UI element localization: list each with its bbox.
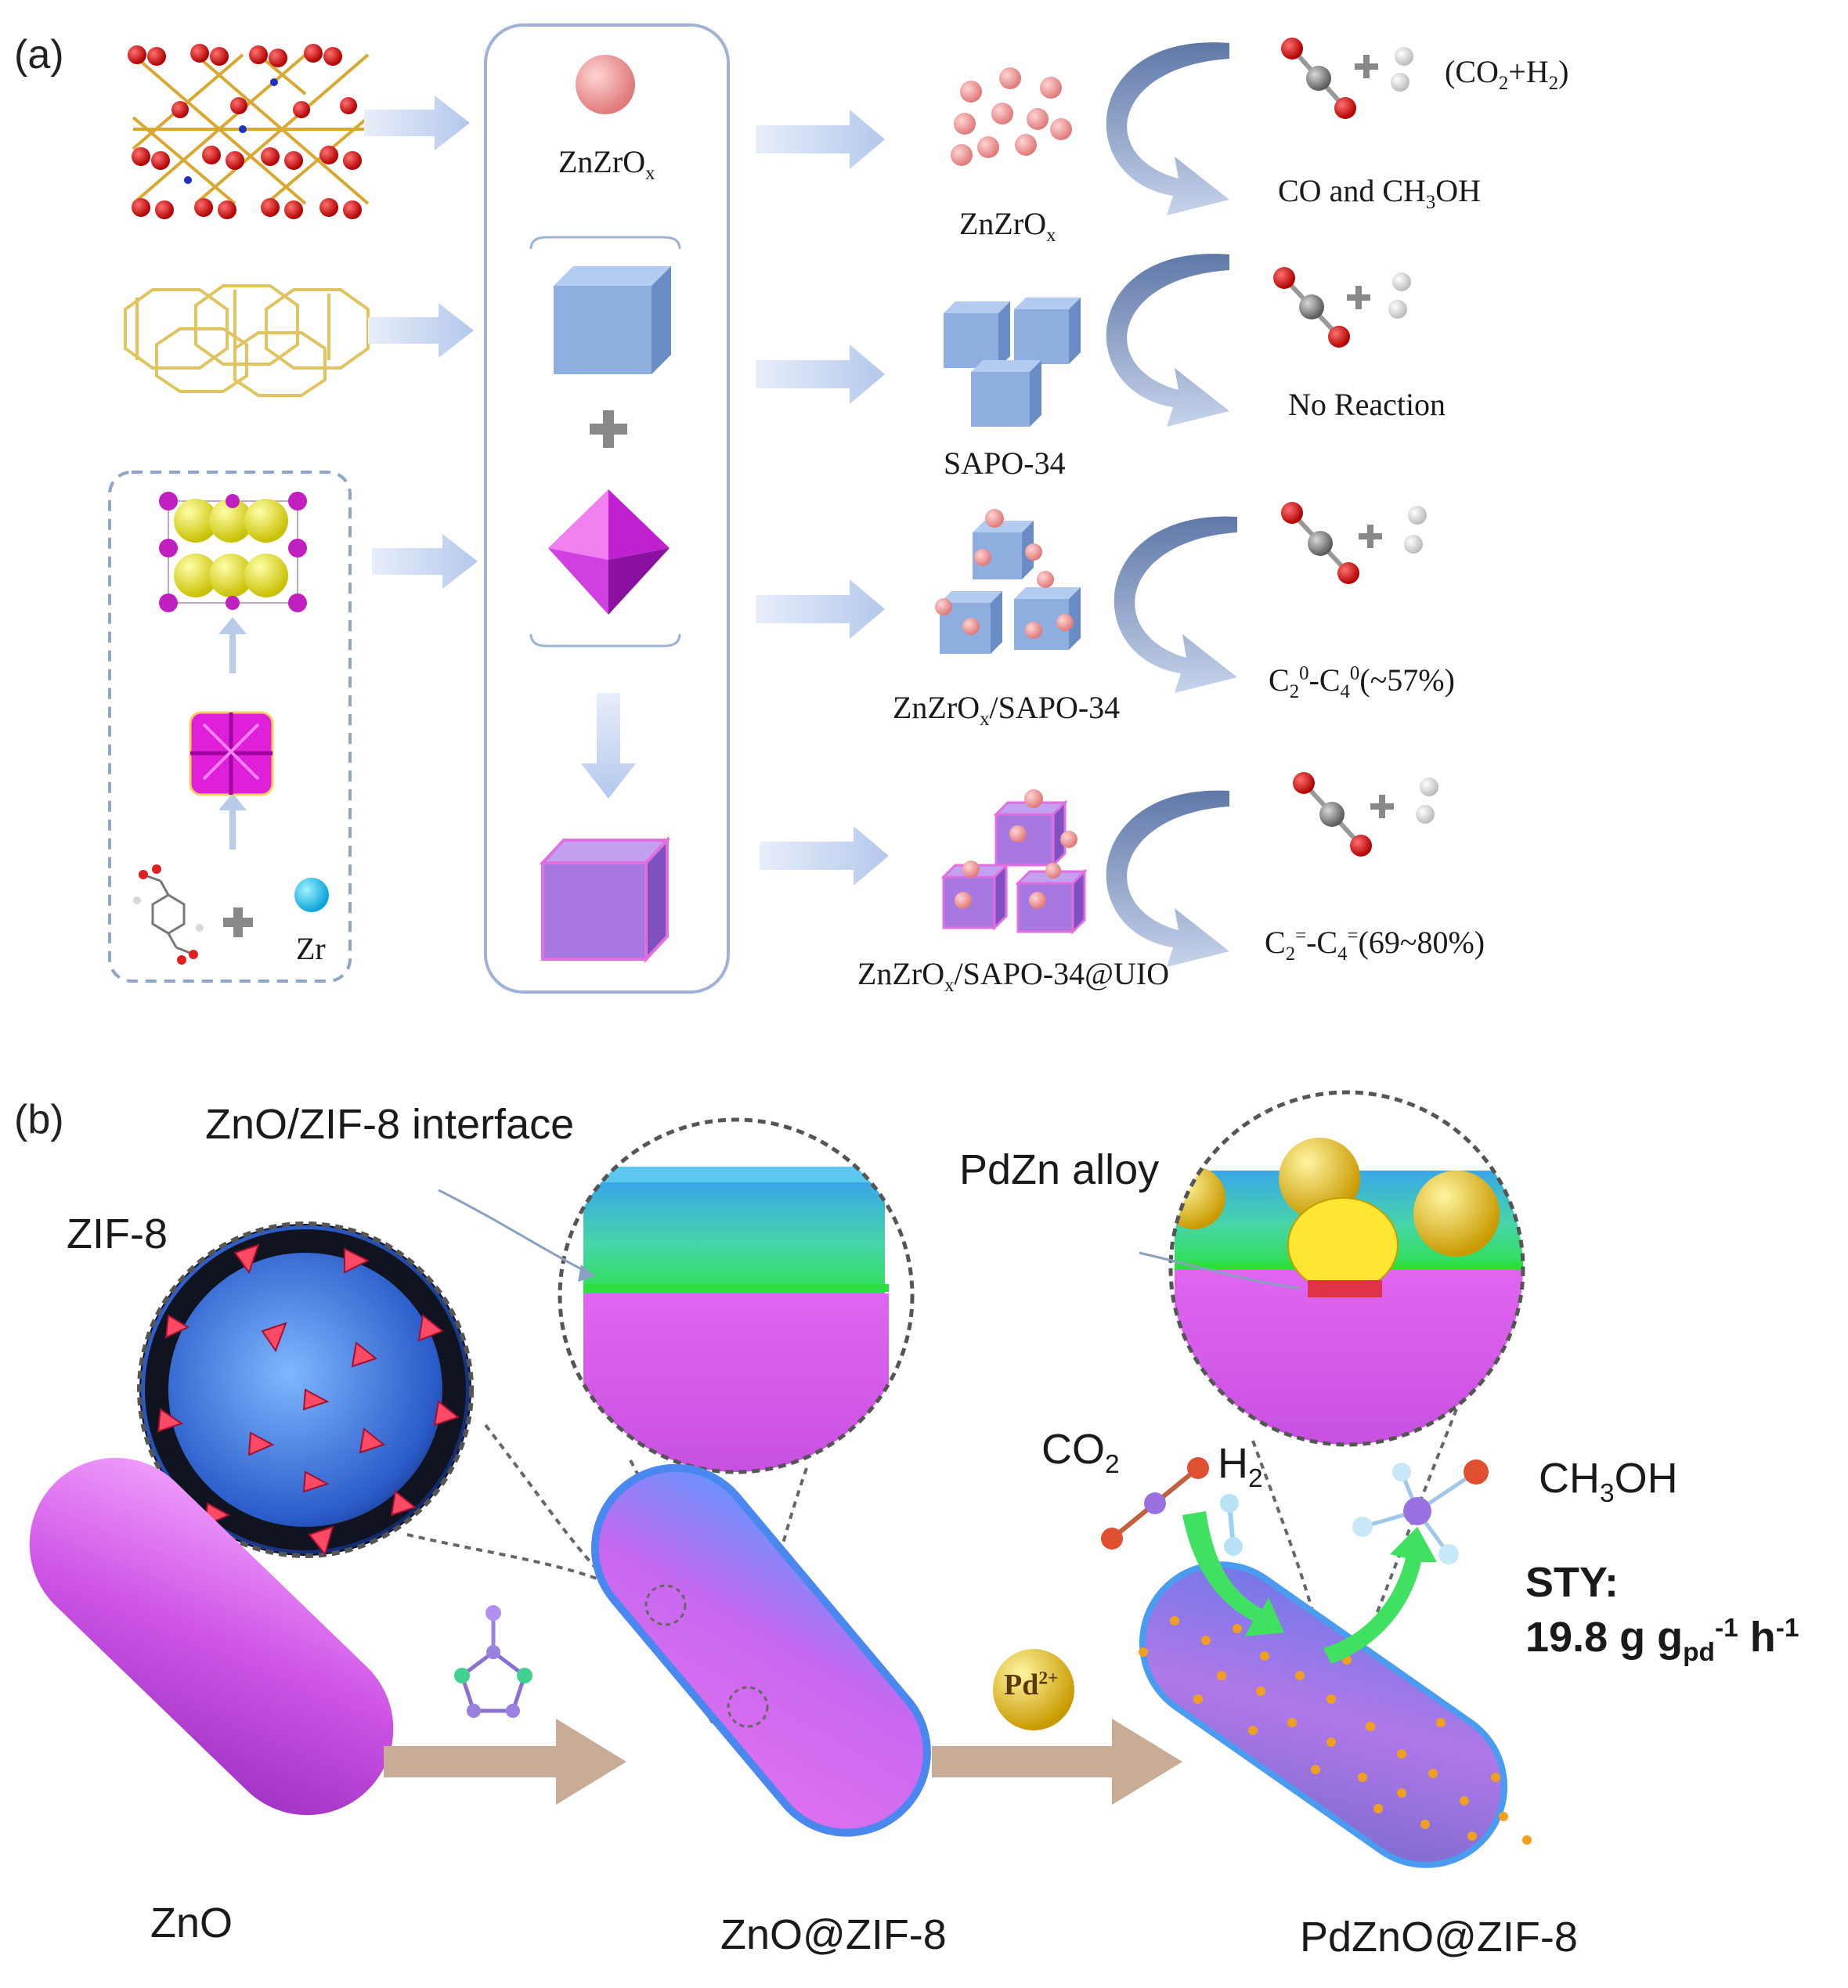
pdzn-magnifier-icon	[1168, 1090, 1525, 1447]
zif8-particle-icon	[137, 1221, 474, 1558]
right-arrow-icon	[756, 345, 885, 404]
interface-magnifier-icon	[558, 1117, 915, 1474]
pdzno-zif8-rod-icon	[1139, 1561, 1532, 1868]
co2-label: CO2	[1041, 1426, 1120, 1479]
green-arrow-icon	[1182, 1511, 1284, 1636]
zif8-label: ZIF-8	[67, 1210, 168, 1257]
ch3oh-label: CH3OH	[1539, 1455, 1678, 1508]
znzrox-sphere-icon	[576, 55, 635, 114]
synthesis-panel	[484, 23, 730, 994]
co2-molecule-icon	[1281, 502, 1359, 584]
sapo-framework-icon	[124, 284, 370, 397]
pdzn-alloy-label: PdZn alloy	[959, 1146, 1160, 1193]
zr-cluster-icon	[189, 711, 274, 796]
znzrox-sapo-icon	[935, 509, 1081, 654]
interface-label: ZnO/ZIF-8 interface	[205, 1101, 575, 1148]
znzrox-particles-icon	[951, 67, 1072, 166]
zr-atom-icon	[294, 878, 329, 912]
up-arrow-icon	[218, 793, 247, 850]
panel-b-label: (b)	[14, 1097, 64, 1142]
zno-zif8-rod-icon	[590, 1463, 931, 1837]
pd-ion-label: Pd2+	[1004, 1668, 1059, 1701]
row2-product-label: No Reaction	[1288, 387, 1446, 422]
curved-arrow-icon	[1106, 790, 1229, 967]
h2-molecule-icon	[1220, 1494, 1243, 1556]
co2-molecule-icon	[1293, 772, 1372, 857]
sapo-cube-icon	[554, 266, 671, 374]
ch3oh-molecule-icon	[1352, 1459, 1489, 1564]
sty-label: STY:	[1525, 1559, 1619, 1606]
down-arrow-icon	[581, 693, 636, 799]
curved-arrow-icon	[1106, 42, 1229, 215]
feed-gas-label: (CO2+H2)	[1445, 54, 1569, 94]
plus-icon	[590, 410, 627, 448]
right-arrow-icon	[364, 96, 470, 150]
plus-icon	[1355, 55, 1378, 78]
plus-icon	[1347, 286, 1370, 309]
process-arrow-icon	[932, 1719, 1182, 1805]
panel-a-label: (a)	[14, 32, 64, 78]
znzrox-label: ZnZrOx	[558, 144, 655, 184]
zr-label: Zr	[296, 931, 326, 966]
zeolite-framework-icon	[128, 44, 370, 219]
znzrox-sapo-uio-icon	[940, 789, 1088, 935]
right-arrow-icon	[756, 110, 885, 169]
plus-icon	[223, 907, 253, 937]
row1-product-label: CO and CH3OH	[1278, 173, 1482, 213]
plus-icon	[1370, 795, 1394, 818]
zno-rod-icon	[29, 1457, 394, 1816]
plus-icon	[1359, 525, 1382, 548]
bracket	[529, 236, 681, 648]
sapo-cubes-icon	[944, 298, 1081, 427]
uio-octahedron-icon	[548, 489, 670, 615]
zno-label: ZnO	[150, 1900, 233, 1947]
pointer-arrow	[438, 1189, 596, 1278]
row4-catalyst-label: ZnZrOx/SAPO-34@UIO	[857, 956, 1170, 996]
pointer-arrow	[1139, 1251, 1301, 1290]
pd-ion-icon	[993, 1649, 1074, 1730]
curved-arrow-icon	[1106, 254, 1229, 427]
right-arrow-icon	[368, 303, 474, 358]
row3-product-label: C20-C40(~57%)	[1269, 662, 1455, 702]
pointer-arrowhead	[578, 1265, 595, 1282]
process-arrow-icon	[384, 1719, 626, 1805]
right-arrow-icon	[760, 826, 889, 886]
pdzno-zif8-label: PdZnO@ZIF-8	[1300, 1914, 1578, 1961]
co2-molecule-icon	[1101, 1457, 1209, 1550]
h2-label: H2	[1218, 1440, 1263, 1493]
co2-molecule-icon	[1273, 267, 1350, 348]
sty-value: 19.8 g gpd-1 h-1	[1525, 1614, 1799, 1667]
curved-arrow-icon	[1113, 516, 1237, 693]
h2-molecule-icon	[1391, 47, 1413, 92]
row2-catalyst-label: SAPO-34	[944, 446, 1066, 481]
h2-molecule-icon	[1416, 778, 1438, 824]
co2-molecule-icon	[1281, 38, 1356, 119]
h2-molecule-icon	[1388, 272, 1411, 319]
row1-catalyst-label: ZnZrOx	[959, 206, 1056, 246]
row4-product-label: C2=-C4=(69~80%)	[1265, 925, 1485, 965]
up-arrow-icon	[218, 617, 247, 673]
zno-zif8-label: ZnO@ZIF-8	[720, 1911, 947, 1958]
row3-catalyst-label: ZnZrOx/SAPO-34	[893, 690, 1121, 730]
imidazole-linker-icon	[454, 1605, 532, 1718]
right-arrow-icon	[756, 579, 885, 639]
uio-structure-icon	[159, 492, 307, 612]
right-arrow-icon	[372, 534, 478, 589]
green-arrow-icon	[1323, 1527, 1437, 1664]
uio-synthesis-box	[108, 471, 352, 983]
uio-cube-icon	[539, 835, 671, 964]
linker-molecule-icon	[133, 864, 204, 965]
h2-molecule-icon	[1404, 506, 1427, 554]
